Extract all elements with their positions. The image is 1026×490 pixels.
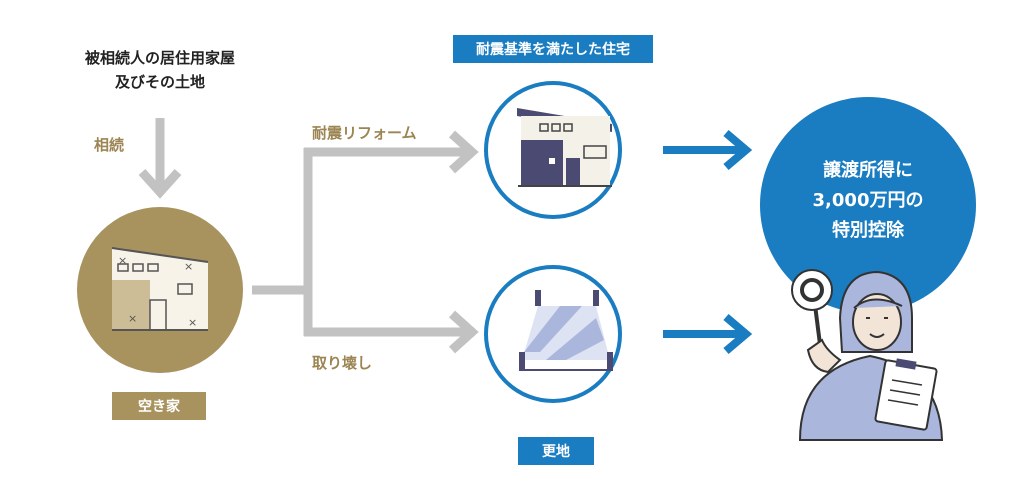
svg-text:×: × (118, 254, 127, 267)
reformed-house-icon (517, 108, 612, 187)
blue-arrows (663, 129, 753, 355)
top-result-label: 耐震基準を満たした住宅 (453, 35, 653, 63)
svg-text:×: × (184, 260, 193, 273)
deduction-line2: 3,000万円の (812, 190, 924, 211)
inherit-label: 相続 (94, 136, 125, 154)
inherit-arrow (138, 118, 182, 199)
branch-bottom-label: 取り壊し (312, 354, 373, 372)
source-line1: 被相続人の居住用家屋 (84, 49, 235, 67)
branch-top-label: 耐震リフォーム (312, 124, 417, 142)
source-title: 被相続人の居住用家屋 及びその土地 (50, 46, 270, 94)
deduction-circle (760, 97, 976, 313)
svg-text:×: × (188, 316, 197, 329)
bottom-result-label: 更地 (518, 437, 594, 465)
reformed-house-circle (484, 81, 622, 219)
woman-illustration (791, 269, 944, 441)
deduction-line1: 譲渡所得に (823, 160, 913, 181)
vacant-house-label: 空き家 (112, 392, 206, 420)
vacant-lot-icon (519, 290, 613, 371)
vacant-house-icon: × × × × (111, 247, 209, 331)
deduction-text: 譲渡所得に 3,000万円の 特別控除 (780, 156, 956, 246)
deduction-line3: 特別控除 (832, 220, 904, 241)
source-line2: 及びその土地 (114, 73, 205, 91)
vacant-lot-circle (484, 265, 622, 403)
branch-arrows (252, 130, 479, 354)
vacant-house-circle: × × × × (77, 207, 243, 373)
svg-text:×: × (128, 312, 137, 325)
